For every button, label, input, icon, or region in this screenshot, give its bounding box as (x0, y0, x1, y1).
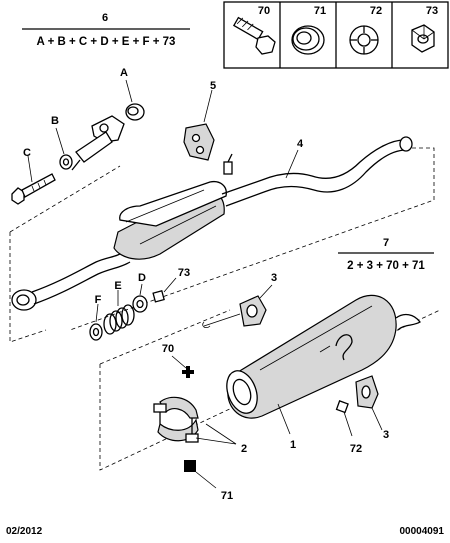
callout-5: 5 (210, 80, 216, 92)
callout-1: 1 (290, 439, 296, 451)
callout-73: 73 (178, 267, 190, 279)
callout-D: D (138, 272, 146, 284)
kit-formula-7: 7 2 + 3 + 70 + 71 (338, 237, 434, 272)
assembly-boundary-lines (9, 147, 441, 471)
nut-71-marker (184, 460, 196, 472)
gasket-ring-part (125, 103, 145, 121)
footer-reference: 00004091 (399, 526, 445, 537)
kit-formula-6-text: A + B + C + D + E + F + 73 (37, 36, 176, 48)
nut-icon (411, 24, 435, 53)
legend-label-72: 72 (370, 5, 382, 17)
legend-label-71: 71 (314, 5, 326, 17)
kit-label-6: 6 (102, 12, 108, 24)
front-pipe-catalyst-part (11, 136, 413, 311)
callout-3-lower: 3 (383, 429, 389, 441)
hanger-bracket-upper-part (202, 295, 267, 329)
hanger-bracket-lower-part (355, 375, 379, 409)
bolt-icon (232, 16, 276, 55)
rear-silencer-part (226, 294, 421, 419)
manifold-bolt-part (11, 173, 56, 205)
legend-box: 70 71 72 73 (223, 1, 449, 69)
callout-72: 72 (350, 443, 362, 455)
kit-label-7: 7 (383, 237, 389, 249)
callout-2: 2 (241, 443, 247, 455)
washer-72-part (335, 400, 349, 414)
kit-formula-7-text: 2 + 3 + 70 + 71 (347, 260, 425, 272)
bolt-70-marker (182, 366, 194, 378)
pipe-clamp-part (153, 396, 199, 443)
legend-label-70: 70 (258, 5, 270, 17)
callout-E: E (114, 280, 121, 292)
callout-3-upper: 3 (271, 272, 277, 284)
callout-F: F (95, 294, 102, 306)
callout-70: 70 (162, 343, 174, 355)
lock-washer-icon (349, 25, 379, 55)
manifold-bracket-part (71, 115, 125, 171)
washer-f-part (89, 323, 103, 341)
legend-label-73: 73 (426, 5, 438, 17)
nut-73-part (152, 290, 165, 303)
spring-washer-part (59, 154, 73, 170)
callout-71: 71 (221, 490, 233, 502)
coil-spring-part (103, 304, 135, 335)
callout-A: A (120, 67, 128, 79)
gasket-d-part (132, 295, 148, 313)
rubber-mount-part (183, 123, 215, 161)
callout-4: 4 (297, 138, 304, 150)
kit-formula-6: 6 A + B + C + D + E + F + 73 (22, 12, 190, 48)
ring-washer-icon (291, 25, 325, 55)
callout-C: C (23, 147, 31, 159)
callout-B: B (51, 115, 59, 127)
footer-date: 02/2012 (6, 526, 43, 537)
